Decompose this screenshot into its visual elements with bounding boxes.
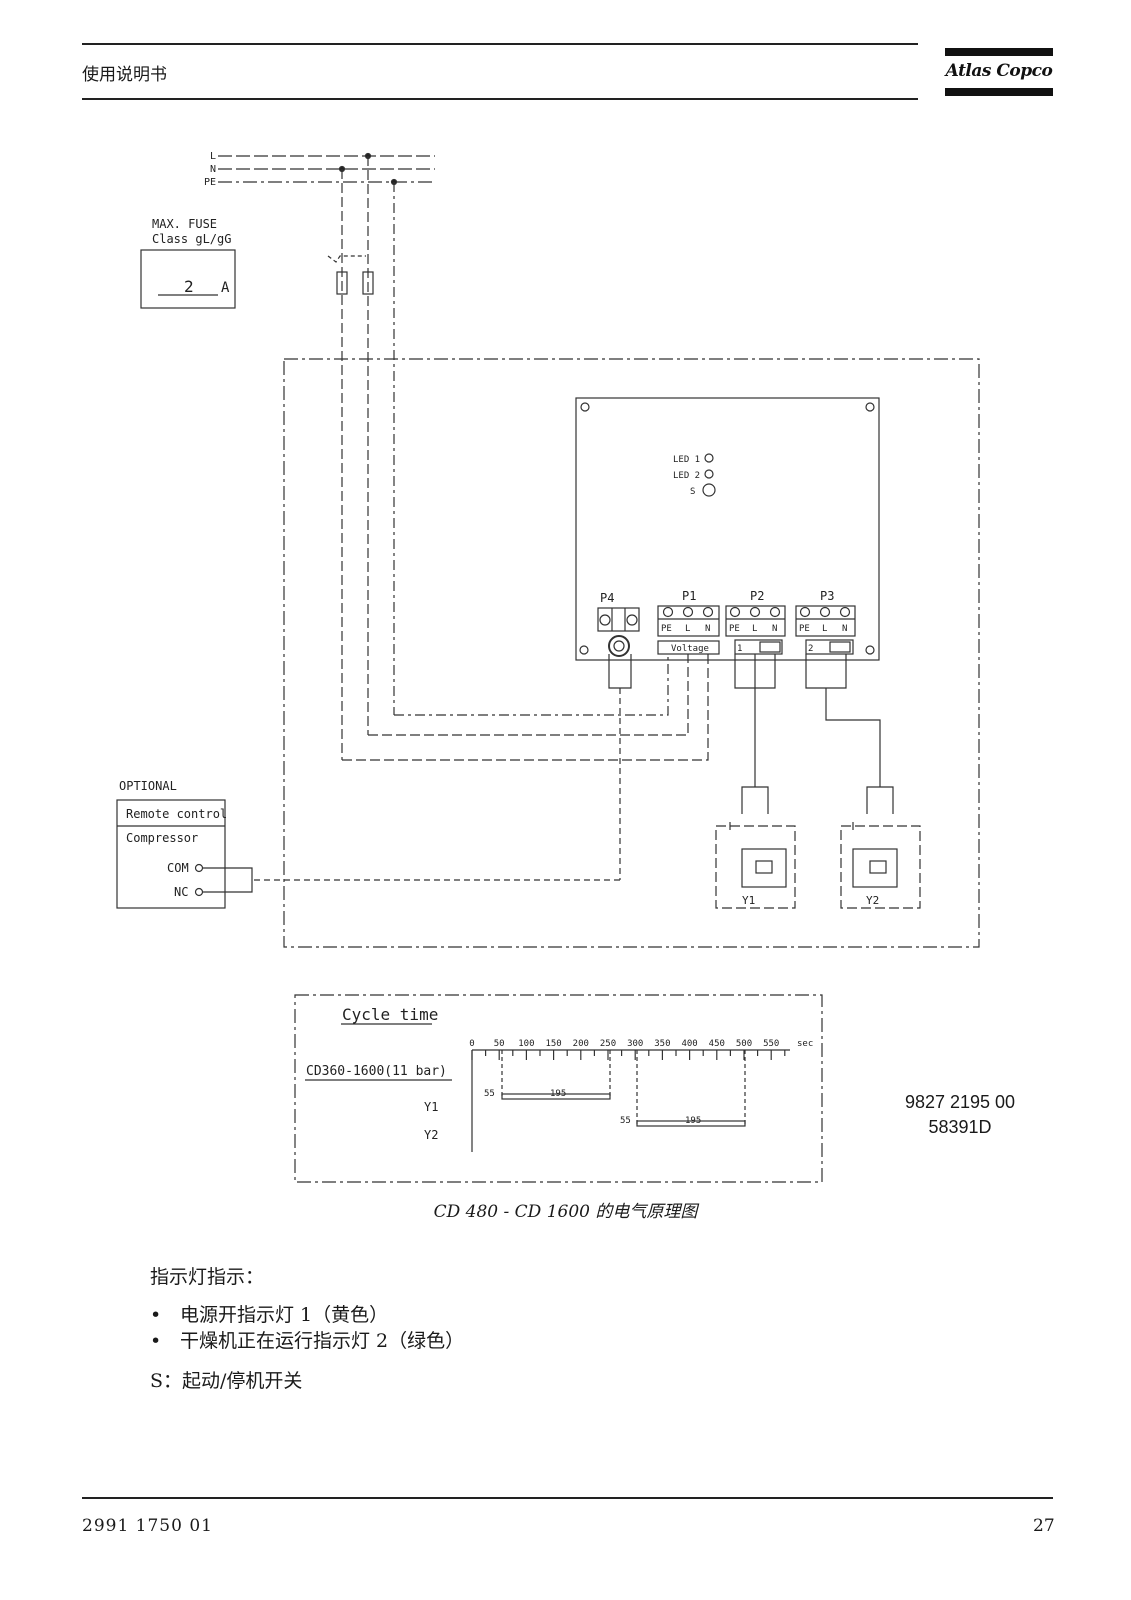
y2-valve-label: Y2 <box>866 894 879 907</box>
axis-tick-label: 350 <box>654 1039 670 1049</box>
logo-text: Atlas Copco <box>945 61 1053 81</box>
indicator-item-1: 电源开指示灯 1（黄色） <box>180 1304 389 1326</box>
indicator-item-2: 干燥机正在运行指示灯 2（绿色） <box>180 1330 465 1352</box>
p2-n: N <box>772 624 777 634</box>
supply-l-label: L <box>210 151 216 162</box>
cycle-unit: sec <box>797 1039 813 1049</box>
valve2-marker: 2 <box>808 644 813 654</box>
fuse-value: 2 <box>184 277 194 296</box>
axis-tick-label: 50 <box>494 1039 505 1049</box>
page-number: 27 <box>1033 1516 1055 1536</box>
header-title: 使用说明书 <box>82 65 167 85</box>
remote-control-label: Remote control <box>126 807 227 821</box>
com-label: COM <box>167 861 189 875</box>
optional-label: OPTIONAL <box>119 779 177 793</box>
p1-l: L <box>685 624 690 634</box>
figure-caption: CD 480 - CD 1600 的电气原理图 <box>433 1202 698 1222</box>
p3-n: N <box>842 624 847 634</box>
list-item: •电源开指示灯 1（黄色） <box>150 1304 389 1326</box>
fuse-label-1: MAX. FUSE <box>152 217 217 231</box>
cycle-y2-label: Y2 <box>424 1128 438 1142</box>
supply-n-label: N <box>210 164 216 175</box>
header-top-rule <box>82 43 918 45</box>
p3-label: P3 <box>820 589 834 603</box>
cycle-y1-label: Y1 <box>424 1100 438 1114</box>
cycle-time-title: Cycle time <box>342 1005 438 1024</box>
p2-label: P2 <box>750 589 764 603</box>
footer-doc-number: 2991 1750 01 <box>82 1516 213 1536</box>
compressor-label: Compressor <box>126 831 198 845</box>
p3-l: L <box>822 624 827 634</box>
p1-n: N <box>705 624 710 634</box>
fuse-unit: A <box>221 280 230 296</box>
footer-rule <box>82 1497 1053 1499</box>
p1-pe: PE <box>661 624 672 634</box>
y1-valve-label: Y1 <box>742 894 755 907</box>
list-item: •干燥机正在运行指示灯 2（绿色） <box>150 1330 465 1352</box>
drawing-number: 58391D <box>928 1117 992 1137</box>
led1-label: LED 1 <box>673 455 700 465</box>
header-bottom-rule <box>82 98 918 100</box>
switch-note: S：起动/停机开关 <box>150 1370 303 1392</box>
axis-tick-label: 0 <box>469 1039 474 1049</box>
atlas-copco-logo: Atlas Copco <box>945 48 1053 100</box>
y2-delay: 55 <box>620 1116 631 1126</box>
voltage-label: Voltage <box>671 644 709 654</box>
y1-duration: 195 <box>550 1089 566 1099</box>
axis-tick-label: 400 <box>681 1039 697 1049</box>
axis-tick-label: 200 <box>573 1039 589 1049</box>
p4-label: P4 <box>600 591 614 605</box>
axis-tick-label: 450 <box>709 1039 725 1049</box>
axis-tick-label: 500 <box>736 1039 752 1049</box>
nc-label: NC <box>174 885 188 899</box>
fuse-label-2: Class gL/gG <box>152 232 231 246</box>
p1-label: P1 <box>682 589 696 603</box>
led2-label: LED 2 <box>673 471 700 481</box>
p3-pe: PE <box>799 624 810 634</box>
y2-duration: 195 <box>685 1116 701 1126</box>
part-number: 9827 2195 00 <box>904 1092 1016 1112</box>
y1-delay: 55 <box>484 1089 495 1099</box>
axis-tick-label: 100 <box>518 1039 534 1049</box>
indicator-heading: 指示灯指示： <box>150 1266 265 1288</box>
axis-tick-label: 300 <box>627 1039 643 1049</box>
cycle-model: CD360-1600(11 bar) <box>306 1064 447 1079</box>
switch-label: S <box>690 487 695 497</box>
supply-pe-label: PE <box>204 177 216 188</box>
valve1-marker: 1 <box>737 644 742 654</box>
axis-tick-label: 250 <box>600 1039 616 1049</box>
axis-tick-label: 150 <box>545 1039 561 1049</box>
electrical-diagram: L N PE MAX. FUSE Class gL/gG 2 A LED 1 L… <box>116 151 980 1183</box>
axis-tick-label: 550 <box>763 1039 779 1049</box>
p2-pe: PE <box>729 624 740 634</box>
p2-l: L <box>752 624 757 634</box>
